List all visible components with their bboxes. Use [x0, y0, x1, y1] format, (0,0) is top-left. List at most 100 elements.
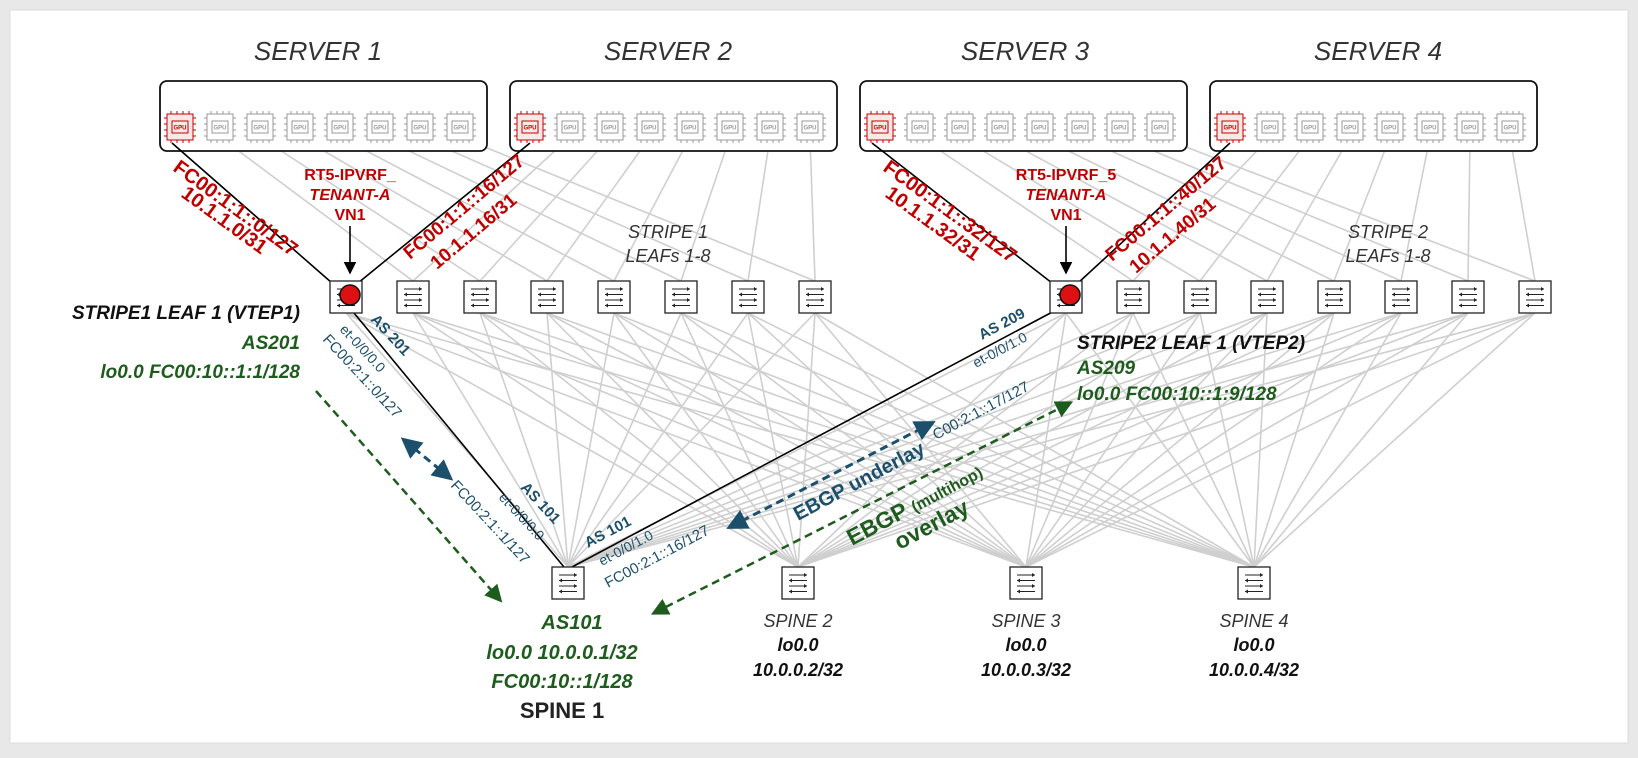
stripe1-label-line2: LEAFs 1-8 — [625, 246, 710, 266]
gpu-chip-frame — [516, 113, 544, 141]
switch-arrow-head — [672, 292, 675, 297]
gpu-icon: GPU — [444, 111, 476, 143]
switch-frame — [1183, 280, 1217, 314]
switch-arrow-head — [1139, 287, 1142, 291]
switch-frame — [664, 280, 698, 314]
gpu-label: GPU — [1223, 126, 1236, 132]
gpu-icon: GPU — [1414, 111, 1446, 143]
vtep-marker-1 — [339, 284, 361, 306]
spine-4 — [1237, 566, 1271, 600]
spine3-lo-label: lo0.0 — [1005, 635, 1046, 655]
stripe1-leaf-2 — [396, 280, 430, 314]
gpu-icon: GPU — [634, 111, 666, 143]
switch-arrow-head — [559, 589, 562, 594]
switch-arrow-head — [1474, 287, 1477, 291]
server-chassis — [859, 80, 1188, 152]
server3-gpu1-leaf-link — [871, 142, 1053, 284]
gpu-icon: GPU — [1494, 111, 1526, 143]
server-chassis — [159, 80, 488, 152]
switch-arrow-head — [1260, 573, 1263, 577]
gpu-die — [1341, 120, 1359, 134]
server-leaf-link — [747, 136, 771, 282]
gpu-die — [951, 120, 969, 134]
server-chassis — [509, 80, 838, 152]
switch-frame — [463, 280, 497, 314]
switch-arrow-head — [1541, 298, 1544, 302]
gpu-icon: GPU — [1454, 111, 1486, 143]
switch-frame — [1116, 280, 1150, 314]
server-leaf-link — [1400, 136, 1431, 282]
server-leaf-link — [299, 136, 548, 282]
switch-arrow-head — [471, 292, 474, 297]
leaf-spine-link — [1132, 312, 1255, 568]
switch-frame — [1317, 280, 1351, 314]
server-leaf-link — [259, 136, 481, 282]
switch-frame — [1451, 280, 1485, 314]
leaf-spine-link — [1025, 312, 1469, 568]
stripe1-vrf-line1: RT5-IPVRF_ — [304, 167, 397, 184]
server1-gpu1-leaf-link — [171, 142, 333, 284]
switch-frame — [530, 280, 564, 314]
gpu-die — [451, 120, 469, 134]
gpu-icon: GPU — [1254, 111, 1286, 143]
leaf-spine-link — [345, 312, 569, 568]
stripe2-vrf-line3: VN1 — [1050, 207, 1081, 224]
gpu-chip-frame — [946, 113, 974, 141]
gpu-icon: GPU — [944, 111, 976, 143]
gpu-icon: GPU — [204, 111, 236, 143]
stripe1-leaf1-lo0: lo0.0 FC00:10::1:1/128 — [100, 362, 300, 383]
server-leaf-link — [219, 136, 414, 282]
gpu-icon: GPU — [364, 111, 396, 143]
gpu-label: GPU — [1343, 126, 1356, 132]
switch-arrow-head — [1526, 292, 1529, 297]
gpu-chip-frame — [1296, 113, 1324, 141]
gpu-icon: GPU — [1214, 111, 1246, 143]
gpu-icon: GPU — [284, 111, 316, 143]
switch-arrow-head — [739, 303, 742, 308]
spine4-name: SPINE 4 — [1219, 611, 1288, 631]
switch-arrow-head — [1325, 303, 1328, 308]
gpu-die — [1461, 120, 1479, 134]
stripe2-leaf1-as: AS209 — [1076, 358, 1136, 379]
gpu-label: GPU — [453, 126, 466, 132]
gpu-icon: GPU — [714, 111, 746, 143]
gpu-icon: GPU — [1144, 111, 1176, 143]
gpu-label: GPU — [1503, 126, 1516, 132]
leaf1-spine1-link — [353, 312, 565, 568]
spine4-lo-addr: 10.0.0.4/32 — [1209, 660, 1299, 680]
gpu-chip-frame — [1456, 113, 1484, 141]
server2-gpu1-leaf-link — [357, 142, 531, 284]
gpu-chip-frame — [716, 113, 744, 141]
gpu-die — [911, 120, 929, 134]
leaf-spine-link — [1025, 312, 1536, 568]
switch-arrow-head — [1139, 298, 1142, 302]
stripe2-vrf-line2: TENANT-A — [1026, 187, 1107, 204]
gpu-die — [211, 120, 229, 134]
server-4-title: SERVER 4 — [1314, 36, 1442, 66]
stripe1-leaf-3 — [463, 280, 497, 314]
switch-frame — [1009, 566, 1043, 600]
gpu-icon: GPU — [514, 111, 546, 143]
switch-arrow-head — [471, 303, 474, 308]
server-leaf-link — [412, 136, 571, 282]
gpu-label: GPU — [643, 126, 656, 132]
gpu-chip-frame — [246, 113, 274, 141]
spine-3 — [1009, 566, 1043, 600]
switch-arrow-head — [672, 303, 675, 308]
server-leaf-link — [1199, 136, 1311, 282]
gpu-chip-frame — [866, 113, 894, 141]
gpu-chip-frame — [676, 113, 704, 141]
gpu-icon: GPU — [404, 111, 436, 143]
gpu-icon: GPU — [164, 111, 196, 143]
server4-gpu1-leaf-link — [1077, 142, 1231, 284]
gpu-chip-frame — [206, 113, 234, 141]
gpu-label: GPU — [1383, 126, 1396, 132]
gpu-die — [1221, 120, 1239, 134]
switch-arrow-head — [1273, 298, 1276, 302]
server-leaf-link — [546, 136, 651, 282]
gpu-chip-frame — [1376, 113, 1404, 141]
switch-arrow-head — [754, 298, 757, 302]
switch-arrow-head — [1325, 292, 1328, 297]
leaf-spine-link — [1199, 312, 1255, 568]
leaf-spine-link — [479, 312, 569, 568]
